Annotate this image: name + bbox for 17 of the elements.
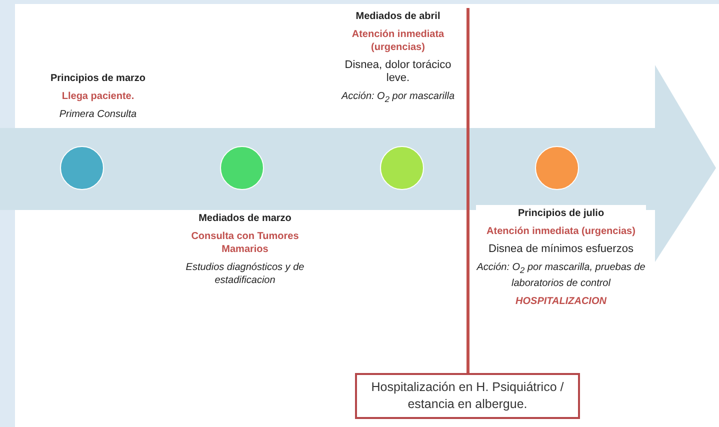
date-heading: Principios de julio	[516, 207, 606, 220]
note-box: Hospitalización en H. Psiquiátrico / estancia en albergue.	[355, 373, 580, 419]
event-description: Disnea, dolor torácico leve.	[344, 59, 452, 85]
event-title: Atención inmediata (urgencias)	[350, 28, 446, 54]
event-title: Atención inmediata (urgencias)	[486, 225, 636, 238]
date-heading: Mediados de marzo	[198, 212, 292, 225]
action-note: Acción: O$_{2}$ por mascarilla, pruebas de laboratorios de control	[476, 261, 646, 290]
event-description: Primera Consulta	[58, 108, 138, 121]
action-note: Acción: O$_{2}$ por mascarilla	[340, 90, 456, 106]
connector-line	[466, 8, 470, 373]
event-description: Disnea de mínimos esfuerzos	[488, 243, 634, 256]
event-title: Consulta con Tumores Mamarios	[190, 230, 300, 256]
event-description: Estudios diagnósticos y de estadificacion	[184, 261, 306, 287]
date-heading: Mediados de abril	[354, 10, 442, 23]
date-heading: Principios de marzo	[49, 72, 147, 85]
status-note: HOSPITALIZACION	[514, 295, 608, 308]
event-title: Llega paciente.	[60, 90, 136, 103]
